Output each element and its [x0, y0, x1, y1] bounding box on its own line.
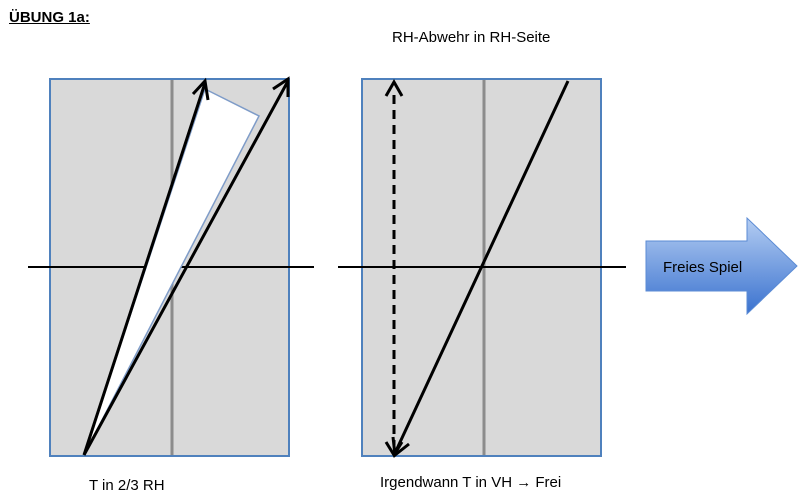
diagram-subtitle: RH-Abwehr in RH-Seite — [392, 29, 551, 46]
left-caption: T in 2/3 RH — [89, 477, 165, 494]
exercise-title: ÜBUNG 1a: — [9, 9, 90, 26]
left-arrow-2 — [82, 80, 290, 456]
left-court — [28, 76, 314, 457]
dashed-arrowhead-up — [384, 78, 404, 97]
free-play-arrow-icon — [645, 216, 798, 316]
left-arrowhead-2 — [272, 76, 290, 97]
diagonal-arrow — [393, 80, 570, 454]
left-arrow-1 — [82, 82, 207, 456]
right-court — [338, 78, 626, 458]
diagonal-arrowhead — [391, 436, 410, 458]
left-arrowhead-1 — [191, 77, 210, 101]
right-caption: Irgendwann T in VH → Frei — [380, 474, 562, 491]
free-play-label: Freies Spiel — [663, 259, 743, 276]
